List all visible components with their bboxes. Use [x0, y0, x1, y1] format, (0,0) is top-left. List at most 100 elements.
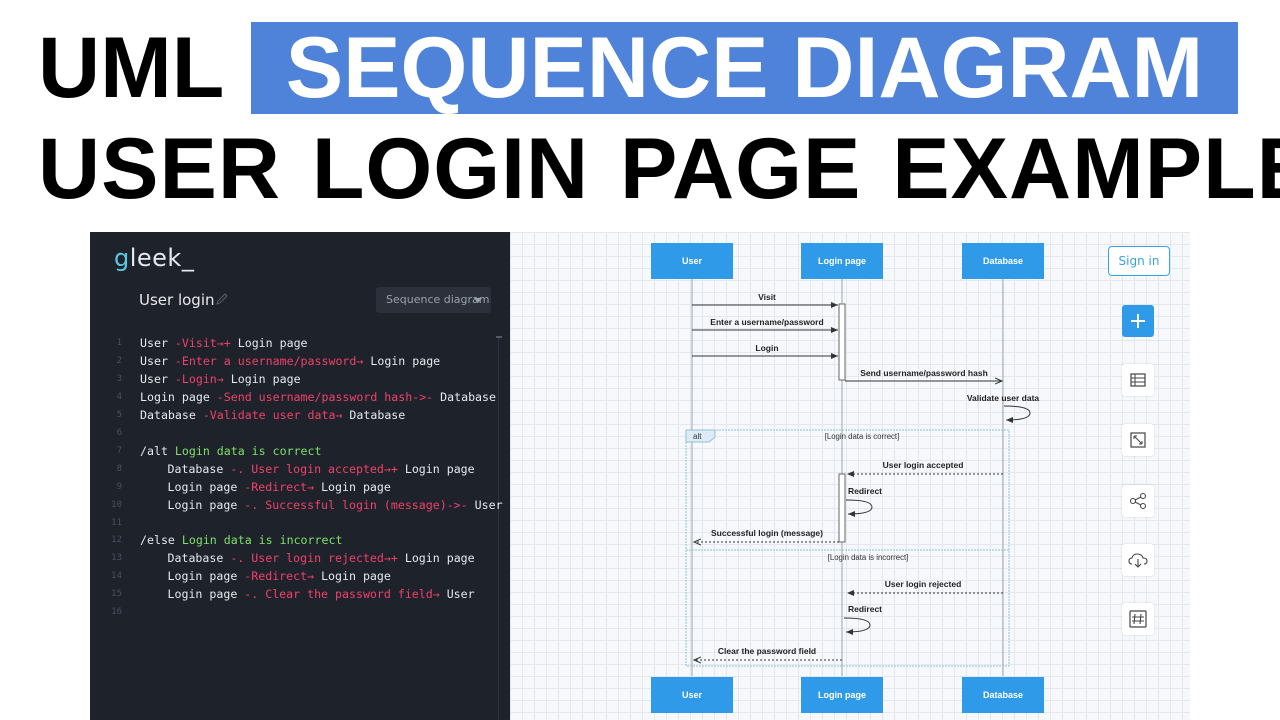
participant-login-page-bottom[interactable]: Login page	[801, 677, 883, 713]
line-number: 5	[116, 409, 122, 420]
line-number: 9	[116, 481, 122, 492]
message-clear-password[interactable]: Clear the password field	[694, 646, 842, 660]
sequence-diagram[interactable]: User Login page Database Visit Enter a u…	[510, 232, 1190, 720]
code-token: User	[474, 497, 503, 512]
guard-correct: [Login data is correct]	[825, 432, 900, 441]
code-line[interactable]: User -Visit→+ Login page	[140, 336, 308, 350]
line-number: 7	[116, 445, 122, 456]
participant-user-bottom[interactable]: User	[651, 677, 733, 713]
code-token: Database	[349, 407, 406, 422]
participant-database-bottom[interactable]: Database	[962, 677, 1044, 713]
table-view-button[interactable]	[1122, 364, 1154, 396]
message-clear-label: Clear the password field	[718, 646, 816, 656]
message-validate[interactable]: Validate user data	[967, 393, 1040, 423]
editor-scrollbar-track[interactable]	[498, 338, 499, 720]
add-button[interactable]	[1122, 305, 1154, 337]
participant-user-top[interactable]: User	[651, 243, 733, 279]
code-line[interactable]: /else Login data is incorrect	[140, 533, 342, 547]
code-line[interactable]: Database -. User login rejected→+ Login …	[168, 551, 475, 565]
code-token: Login page	[167, 497, 245, 512]
code-line[interactable]: Login page -Send username/password hash-…	[140, 390, 496, 404]
line-number: 3	[116, 373, 122, 384]
message-visit-label: Visit	[758, 292, 776, 302]
message-enter-credentials[interactable]: Enter a username/password	[692, 317, 838, 333]
code-line[interactable]: /alt Login data is correct	[140, 444, 322, 458]
message-redirect-2[interactable]: Redirect	[843, 604, 882, 635]
message-success-label: Successful login (message)	[711, 528, 823, 538]
code-token: Login page	[167, 587, 245, 602]
message-login[interactable]: Login	[692, 343, 838, 359]
message-visit[interactable]: Visit	[692, 292, 838, 308]
line-number: 2	[116, 355, 122, 366]
pencil-icon[interactable]	[215, 292, 229, 306]
message-login-accepted[interactable]: User login accepted	[847, 460, 1003, 477]
activation-login-page-1	[838, 303, 846, 381]
message-login-label: Login	[755, 343, 778, 353]
code-token: Login page	[140, 389, 217, 404]
participant-login-page-top[interactable]: Login page	[801, 243, 883, 279]
code-line[interactable]: Login page -Redirect→ Login page	[168, 569, 391, 583]
code-token: -Redirect→	[244, 569, 322, 584]
code-line[interactable]: User -Enter a username/password→ Login p…	[140, 354, 440, 368]
code-line[interactable]: Login page -. Clear the password field→ …	[168, 587, 475, 601]
share-button[interactable]	[1122, 485, 1154, 517]
sign-in-button[interactable]: Sign in	[1108, 246, 1170, 276]
editor-scroll-marker[interactable]	[496, 336, 502, 338]
message-login-rejected[interactable]: User login rejected	[847, 579, 1003, 596]
message-enter-label: Enter a username/password	[710, 317, 823, 327]
line-number: 14	[111, 571, 122, 582]
message-accepted-label: User login accepted	[883, 460, 964, 470]
document-title[interactable]: User login	[139, 291, 215, 309]
code-token: -Login→	[174, 371, 231, 386]
participant-database-bottom-label: Database	[983, 690, 1023, 700]
code-token: -. Successful login (message)->-	[244, 497, 475, 512]
headline-uml: UML	[38, 20, 225, 116]
message-redirect-1[interactable]: Redirect	[845, 486, 882, 517]
table-icon	[1130, 373, 1146, 387]
code-token: User	[140, 353, 175, 368]
code-token: Login page	[167, 569, 245, 584]
code-token: -Enter a username/password→	[174, 353, 371, 368]
code-token: Login page	[230, 371, 301, 386]
code-token: User	[446, 587, 475, 602]
code-line[interactable]: Login page -. Successful login (message)…	[168, 498, 503, 512]
code-line[interactable]: Login page -Redirect→ Login page	[168, 480, 391, 494]
message-successful-login[interactable]: Successful login (message)	[694, 528, 839, 542]
fit-screen-button[interactable]	[1122, 424, 1154, 456]
code-token: User	[140, 371, 175, 386]
download-button[interactable]	[1122, 544, 1154, 576]
message-send-hash[interactable]: Send username/password hash	[845, 368, 1002, 381]
code-token: -Send username/password hash->-	[216, 389, 441, 404]
code-token: User	[140, 336, 175, 350]
gleek-logo-g: g	[114, 244, 130, 272]
alt-label: alt	[693, 432, 702, 441]
message-validate-label: Validate user data	[967, 393, 1040, 403]
headline-line2: USER LOGIN PAGE EXAMPLE	[38, 121, 1280, 217]
line-number: 16	[111, 607, 122, 618]
code-token: Login page	[404, 551, 475, 566]
gleek-logo[interactable]: gleek_	[114, 244, 194, 272]
alt-fragment[interactable]: alt [Login data is correct] [Login data …	[685, 429, 1010, 667]
participant-database-top[interactable]: Database	[962, 243, 1044, 279]
diagram-canvas[interactable]: User Login page Database Visit Enter a u…	[510, 232, 1190, 720]
grid-toggle-button[interactable]	[1122, 603, 1154, 635]
code-line[interactable]: Database -Validate user data→ Database	[140, 408, 405, 422]
message-redirect2-label: Redirect	[848, 604, 882, 614]
headline-highlight: SEQUENCE DIAGRAM	[251, 22, 1238, 114]
code-token: -Redirect→	[244, 479, 322, 494]
participant-login-page-label: Login page	[818, 256, 866, 266]
participant-database-label: Database	[983, 256, 1023, 266]
code-token: Database	[140, 407, 203, 422]
code-line[interactable]: User -Login→ Login page	[140, 372, 301, 386]
guard-incorrect: [Login data is incorrect]	[828, 553, 909, 562]
code-token: Login page	[321, 569, 391, 584]
participant-user-bottom-label: User	[682, 690, 703, 700]
code-token: Database	[167, 461, 231, 476]
fit-screen-icon	[1130, 432, 1146, 448]
code-token: Login page	[370, 353, 441, 368]
diagram-type-select[interactable]: Sequence diagram	[376, 287, 491, 313]
line-number: 1	[116, 338, 122, 348]
message-redirect1-label: Redirect	[848, 486, 882, 496]
code-line[interactable]: Database -. User login accepted→+ Login …	[168, 462, 475, 476]
